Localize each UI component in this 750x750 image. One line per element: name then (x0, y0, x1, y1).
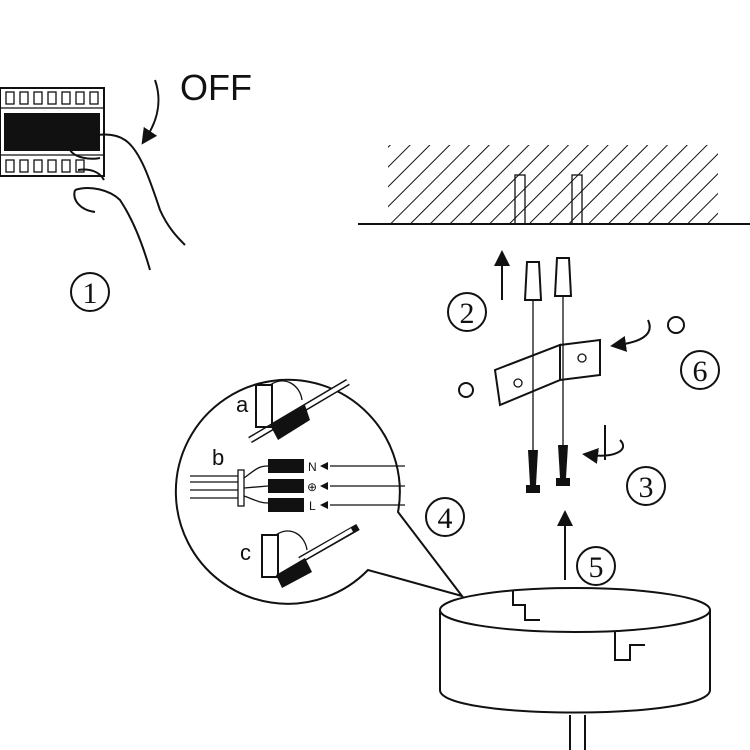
wall-anchors (523, 257, 573, 450)
step-4-circle (425, 497, 465, 537)
terminal-n-label: N (308, 460, 317, 474)
ceiling (358, 145, 750, 225)
wiring-detail-callout: a b N ⊕ L c (174, 378, 465, 605)
step-2-number: 2 (460, 297, 475, 330)
hand-icon (69, 133, 186, 271)
off-label: OFF (180, 67, 252, 108)
step-5-number: 5 (589, 551, 604, 584)
canopy (439, 587, 711, 750)
step-6-circle (680, 350, 720, 390)
step-3-number: 3 (639, 471, 654, 504)
step-3-circle (626, 466, 666, 506)
connector-b (190, 459, 405, 512)
label-a: a (236, 392, 249, 417)
step-2-circle (447, 292, 487, 332)
terminal-earth-label: ⊕ (307, 480, 317, 494)
step-6-number: 6 (693, 355, 708, 388)
screws (526, 445, 570, 493)
step-1-circle (70, 272, 110, 312)
connector-a (248, 378, 350, 444)
label-c: c (240, 540, 251, 565)
nut-icon (458, 382, 474, 398)
curved-arrow-icon (141, 79, 160, 145)
step-5-circle (576, 546, 616, 586)
step-4-number: 4 (438, 502, 453, 535)
label-b: b (212, 445, 224, 470)
breaker-panel (0, 87, 105, 177)
connector-c (261, 523, 360, 588)
rotate-arrow-icon (590, 425, 625, 460)
nut-icon (667, 316, 685, 334)
terminal-l-label: L (309, 499, 316, 513)
rotate-arrow-icon (610, 319, 651, 352)
mounting-bracket (493, 338, 601, 407)
step-1-number: 1 (83, 277, 98, 310)
